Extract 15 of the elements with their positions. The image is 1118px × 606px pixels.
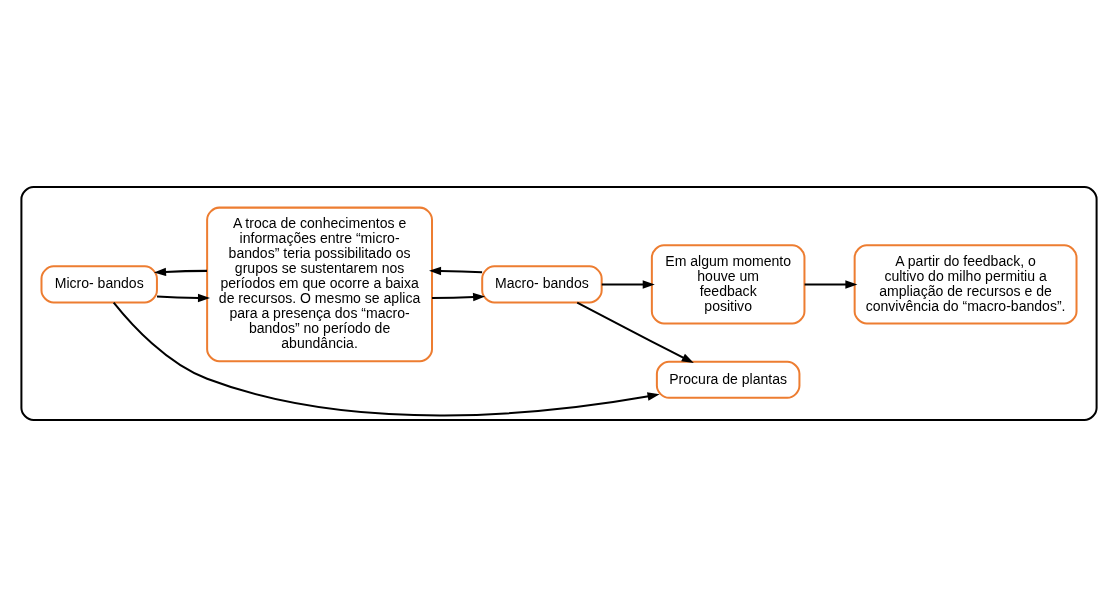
arrow: [429, 266, 483, 275]
node-box: Macro- bandos: [481, 264, 603, 303]
arrow: [601, 279, 655, 289]
arrow: [804, 279, 858, 289]
node-box: A partir do feedback, o cultivo do milho permitiu a ampliação de recursos e de convivência do “macro-bandos”.: [853, 243, 1078, 325]
arrow: [154, 267, 207, 276]
node-box: Em algum momento houve um feedback positivo: [650, 243, 806, 325]
node-box: Micro- bandos: [40, 264, 158, 303]
node-box: A troca de conhecimentos e informações entre “micro- bandos” teria possibilitado os grupos se sustentarem nos períodos em que ocorre a baixa de recursos. O mesmo se aplica para a presença dos “macro-bandos” no período de abundância.: [206, 206, 433, 362]
cluster: [20, 185, 1098, 421]
arrow: [432, 292, 486, 301]
node-box: Procura de plantas: [655, 360, 801, 399]
arrow: [576, 301, 694, 363]
arrow: [112, 301, 660, 416]
arrow: [156, 293, 211, 302]
